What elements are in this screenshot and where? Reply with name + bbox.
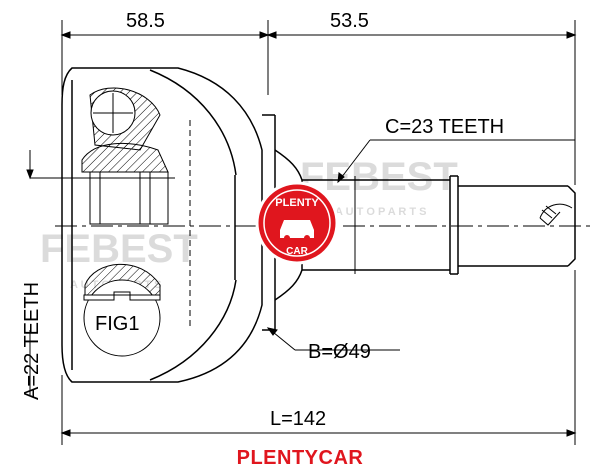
dim-top-right: 53.5 bbox=[330, 10, 369, 32]
badge-bottom-text: CAR bbox=[286, 246, 308, 257]
dim-diameter-b: B=Ø49 bbox=[308, 341, 371, 363]
figure-label: FIG1 bbox=[95, 313, 139, 335]
length-dimension bbox=[60, 270, 577, 445]
dim-spline-c: C=23 TEETH bbox=[385, 116, 504, 138]
shaft-thread-hatch bbox=[541, 205, 557, 219]
watermark-sub-right: A U T O P A R T S bbox=[335, 206, 426, 218]
watermark-brand-right: FEBEST bbox=[300, 155, 458, 199]
dim-length: L=142 bbox=[270, 408, 326, 430]
dim-top-left: 58.5 bbox=[126, 10, 165, 32]
footer-brand: PLENTYCAR bbox=[236, 447, 364, 469]
plentycar-badge: PLENTY CAR bbox=[255, 181, 339, 265]
hatched-sections bbox=[81, 87, 169, 357]
top-dimensions bbox=[60, 20, 577, 185]
leader-lines bbox=[266, 139, 575, 351]
housing bbox=[61, 67, 276, 383]
spline-a-dimension bbox=[26, 150, 175, 395]
watermark-brand-left: FEBEST bbox=[40, 227, 198, 271]
badge-top-text: PLENTY bbox=[275, 197, 319, 209]
car-icon bbox=[280, 220, 314, 238]
dim-spline-a: A=22 TEETH bbox=[21, 282, 43, 400]
shaft bbox=[274, 149, 576, 301]
watermark: FEBEST A U T O P A R T S FEBEST A U T O … bbox=[40, 155, 458, 291]
